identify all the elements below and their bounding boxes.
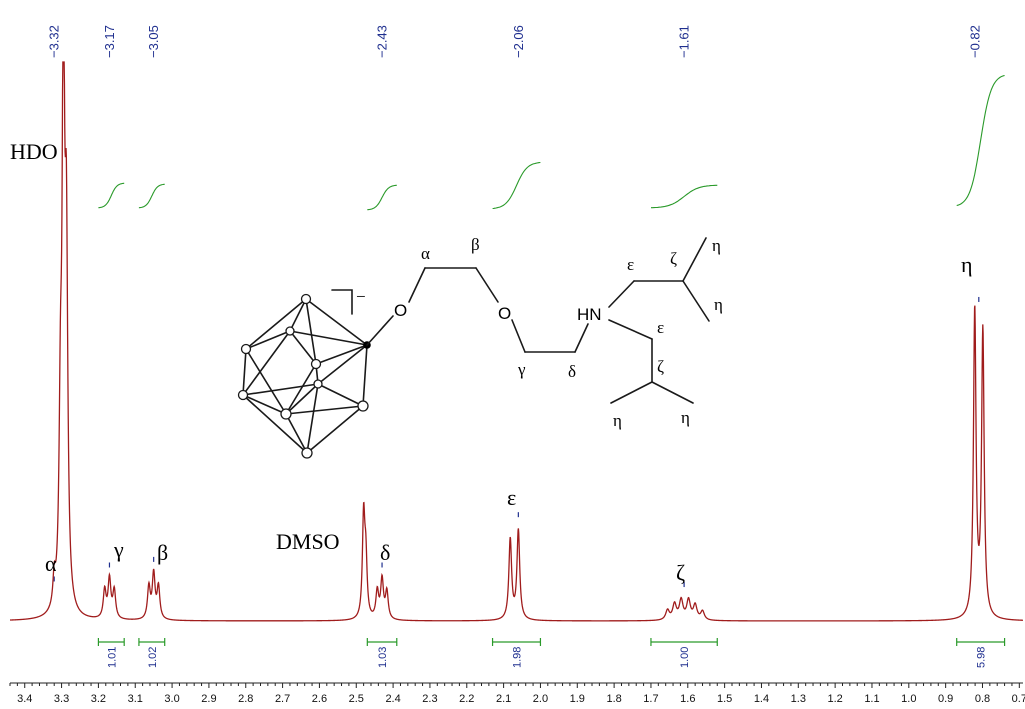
x-tick-label: 1.6 <box>680 693 695 705</box>
integral-curve-group <box>98 74 1005 211</box>
dmso-annotation: DMSO <box>276 529 340 554</box>
epsilon-annotation: ε <box>507 485 516 510</box>
mol-label-eta-1: η <box>712 236 721 255</box>
integral-curve <box>651 184 718 209</box>
x-tick-label: 2.5 <box>349 693 364 705</box>
integral-curve <box>367 184 397 211</box>
x-tick-label: 2.8 <box>238 693 253 705</box>
x-tick-label: 3.4 <box>17 693 32 705</box>
x-tick-label: 0.9 <box>938 693 953 705</box>
zeta-annotation: ζ <box>676 560 685 585</box>
integration-value: 5.98 <box>976 647 988 668</box>
x-tick-label: 1.7 <box>643 693 658 705</box>
integration-bracket-group: 1.01 1.02 1.03 1.98 1.00 5.98 <box>97 638 1006 668</box>
mol-label-epsilon-2: ε <box>657 318 664 337</box>
x-tick-label: 0.7 <box>1012 693 1025 705</box>
x-tick-label: 2.3 <box>422 693 437 705</box>
mol-label-zeta-1: ζ <box>670 249 677 268</box>
x-tick-label: 1.3 <box>791 693 806 705</box>
integration-value: 1.02 <box>147 647 159 668</box>
integration-value: 1.01 <box>106 647 118 668</box>
x-tick-label: 3.0 <box>164 693 179 705</box>
x-axis-group: 3.4 3.3 3.2 3.1 3.0 2.9 2.8 2.7 2.6 2.5 2.4 2.3 2.2 2… <box>9 682 1025 705</box>
x-tick-label: 1.2 <box>827 693 842 705</box>
x-tick-label: 2.1 <box>496 693 511 705</box>
integral-curve <box>492 161 541 210</box>
peak-shift-label: −0.82 <box>968 25 983 58</box>
x-tick-label: 1.4 <box>754 693 769 705</box>
gamma-annotation: γ <box>113 537 124 562</box>
peak-label-group: −3.32 −3.17 −3.05 −2.43 −2.06 −1.61 −0.82 <box>47 25 983 588</box>
mol-charge: − <box>356 287 366 306</box>
mol-label-zeta-2: ζ <box>657 357 664 376</box>
x-tick-label: 3.1 <box>128 693 143 705</box>
peak-shift-label: −3.17 <box>102 25 117 58</box>
integral-curve <box>956 74 1005 207</box>
mol-label-delta: δ <box>568 362 576 381</box>
beta-annotation: β <box>157 540 168 565</box>
mol-amine: HN <box>577 305 602 324</box>
integral-curve <box>138 183 165 209</box>
integration-value: 1.98 <box>512 647 524 668</box>
x-tick-label: 2.7 <box>275 693 290 705</box>
x-tick-label: 1.1 <box>864 693 879 705</box>
x-tick-label: 3.3 <box>54 693 69 705</box>
alpha-annotation: α <box>45 551 57 576</box>
x-tick-label: 2.6 <box>312 693 327 705</box>
x-tick-label: 2.4 <box>385 693 400 705</box>
hdo-annotation: HDO <box>10 139 58 164</box>
integration-value: 1.03 <box>377 647 389 668</box>
mol-oxygen-1: O <box>394 301 407 320</box>
x-tick-label: 2.2 <box>459 693 474 705</box>
x-tick-label: 1.0 <box>901 693 916 705</box>
peak-shift-label: −3.32 <box>47 25 62 58</box>
molecule-structure <box>237 237 710 459</box>
eta-annotation: η <box>961 252 973 277</box>
x-tick-label: 2.0 <box>533 693 548 705</box>
x-tick-label: 1.9 <box>570 693 585 705</box>
mol-label-beta: β <box>471 235 480 254</box>
integral-curve <box>98 182 125 209</box>
spectrum-trace <box>9 61 1024 622</box>
mol-label-alpha: α <box>421 244 430 263</box>
delta-annotation: δ <box>380 540 390 565</box>
mol-label-eta-3: η <box>613 411 622 430</box>
x-tick-label: 3.2 <box>91 693 106 705</box>
peak-shift-label: −3.05 <box>146 25 161 58</box>
x-tick-label: 0.8 <box>975 693 990 705</box>
peak-shift-label: −1.61 <box>677 25 692 58</box>
mol-label-gamma: γ <box>517 360 526 379</box>
mol-label-eta-4: η <box>681 408 690 427</box>
x-tick-label: 1.5 <box>717 693 732 705</box>
peak-shift-label: −2.06 <box>511 25 526 58</box>
spectrum-group <box>9 61 1024 622</box>
peak-shift-label: −2.43 <box>375 25 390 58</box>
mol-label-eta-2: η <box>714 295 723 314</box>
x-tick-label: 1.8 <box>606 693 621 705</box>
mol-label-epsilon-1: ε <box>627 255 634 274</box>
x-tick-label: 2.9 <box>201 693 216 705</box>
charge-bracket <box>331 289 353 315</box>
carborane-cage <box>237 293 371 459</box>
mol-oxygen-2: O <box>498 304 511 323</box>
integration-value: 1.00 <box>679 647 691 668</box>
